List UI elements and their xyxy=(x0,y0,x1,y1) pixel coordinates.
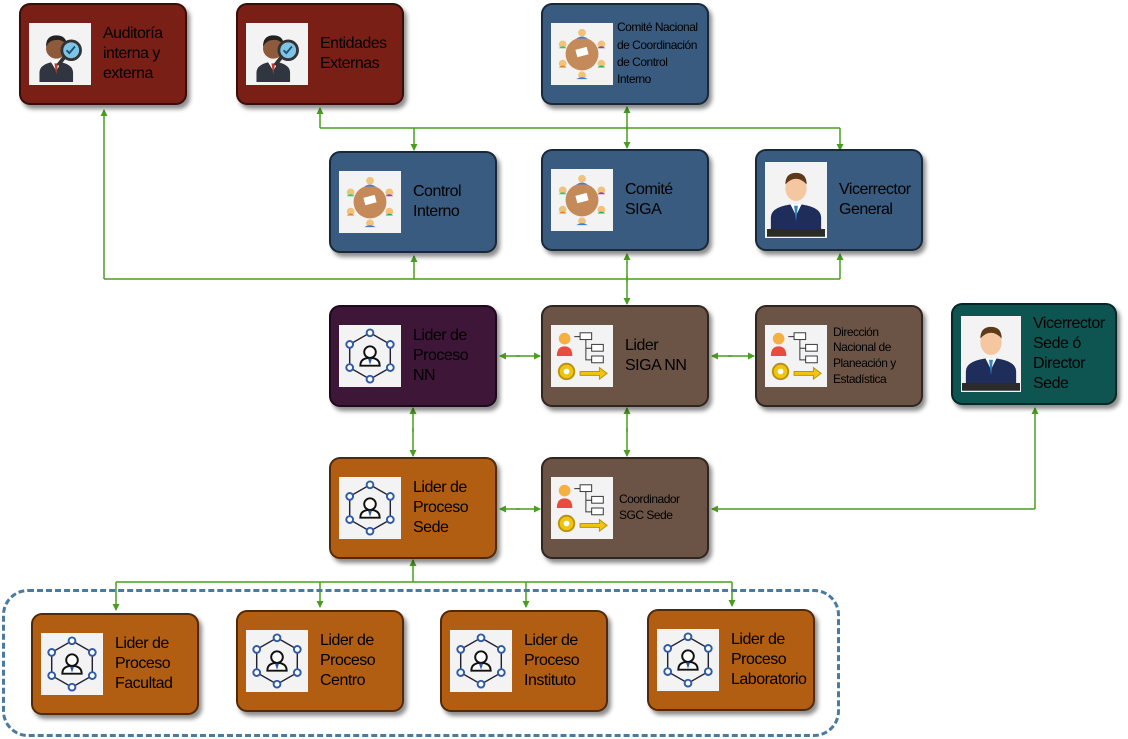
node-lider-facultad[interactable]: Lider de Proceso Facultad xyxy=(31,613,199,715)
node-lider-centro[interactable]: Lider de Proceso Centro xyxy=(236,610,404,712)
node-control-interno[interactable]: Control Interno xyxy=(329,151,497,253)
node-lider-centro-label: Lider de Proceso Centro xyxy=(320,632,376,689)
node-vicerrector-sede[interactable]: Vicerrector Sede ó Director Sede xyxy=(951,303,1117,405)
node-comite-siga-label: Comité SIGA xyxy=(625,181,673,218)
node-entidades[interactable]: Entidades Externas xyxy=(236,3,404,105)
node-auditoria[interactable]: Auditoría interna y externa xyxy=(19,3,187,105)
executive-person-icon xyxy=(765,162,827,238)
node-comite-nacional[interactable]: Comité Nacional de Coordinación de Contr… xyxy=(541,3,709,105)
auditor-magnifier-icon xyxy=(29,23,91,85)
meeting-table-icon xyxy=(339,171,401,233)
node-lider-instituto-label: Lider de Proceso Instituto xyxy=(524,632,580,689)
node-direccion-nacional[interactable]: Dirección Nacional de Planeación y Estad… xyxy=(755,305,923,407)
node-auditoria-label: Auditoría interna y externa xyxy=(103,25,163,82)
node-vicerrector-general[interactable]: Vicerrector General xyxy=(755,149,923,251)
network-person-icon xyxy=(246,630,308,692)
node-coordinador-label: Coordinador SGC Sede xyxy=(619,492,680,522)
auditor-magnifier-icon xyxy=(246,23,308,85)
process-flow-icon xyxy=(551,325,613,387)
node-entidades-label: Entidades Externas xyxy=(320,35,387,72)
node-lider-laboratorio[interactable]: Lider de Proceso Laboratorio xyxy=(647,609,815,711)
network-person-icon xyxy=(450,630,512,692)
node-lider-siga-nn-label: Lider SIGA NN xyxy=(625,337,687,374)
node-control-interno-label: Control Interno xyxy=(413,183,462,220)
process-flow-icon xyxy=(551,477,613,539)
network-person-icon xyxy=(339,325,401,387)
node-lider-instituto[interactable]: Lider de Proceso Instituto xyxy=(440,610,608,712)
node-vicerrector-general-label: Vicerrector General xyxy=(839,181,911,218)
meeting-table-icon xyxy=(551,23,613,85)
network-person-icon xyxy=(657,629,719,691)
process-flow-icon xyxy=(765,325,827,387)
node-lider-nn-label: Lider de Proceso NN xyxy=(413,327,469,384)
node-comite-nacional-label: Comité Nacional de Coordinación de Contr… xyxy=(617,20,698,87)
node-lider-sede[interactable]: Lider de Proceso Sede xyxy=(329,457,497,559)
node-direccion-nacional-label: Dirección Nacional de Planeación y Estad… xyxy=(833,324,896,386)
node-comite-siga[interactable]: Comité SIGA xyxy=(541,149,709,251)
node-lider-nn[interactable]: Lider de Proceso NN xyxy=(329,305,497,407)
meeting-table-icon xyxy=(551,169,613,231)
node-coordinador[interactable]: Coordinador SGC Sede xyxy=(541,457,709,559)
executive-person-icon xyxy=(961,316,1021,392)
network-person-icon xyxy=(41,633,103,695)
node-lider-facultad-label: Lider de Proceso Facultad xyxy=(115,635,173,692)
node-lider-laboratorio-label: Lider de Proceso Laboratorio xyxy=(731,631,807,688)
node-lider-siga-nn[interactable]: Lider SIGA NN xyxy=(541,305,709,407)
node-lider-sede-label: Lider de Proceso Sede xyxy=(413,479,469,536)
sub-unit-group-border xyxy=(2,589,840,737)
network-person-icon xyxy=(339,477,401,539)
node-vicerrector-sede-label: Vicerrector Sede ó Director Sede xyxy=(1033,315,1105,392)
